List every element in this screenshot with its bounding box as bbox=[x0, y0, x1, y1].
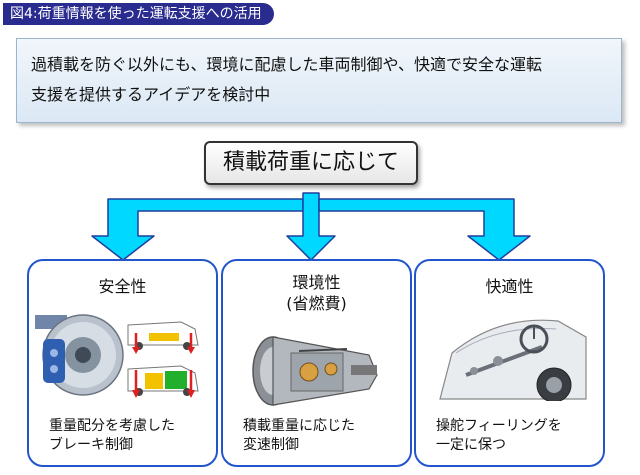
card-title: 安全性 bbox=[98, 277, 147, 296]
summary-line-2: 支援を提供するアイデアを検討中 bbox=[31, 85, 271, 104]
brake-disc-icon bbox=[35, 314, 124, 396]
summary-line-1: 過積載を防ぐ以外にも、環境に配慮した車両制御や、快適で安全な運転 bbox=[31, 55, 543, 74]
card-caption: 重量配分を考慮した ブレーキ制御 bbox=[49, 417, 175, 455]
car-steering-icon bbox=[439, 319, 587, 401]
branch-arrow-left bbox=[91, 198, 304, 261]
card-caption: 積載重量に応じた 変速制御 bbox=[243, 417, 355, 455]
caption-line-2: 一定に保つ bbox=[436, 437, 506, 453]
card-environment: 環境性 (省燃費) 積載重量に応じた 変速制御 bbox=[221, 259, 412, 467]
caption-line-1: 操舵フィーリングを bbox=[436, 418, 562, 434]
transmission-illustration bbox=[252, 336, 378, 406]
branch-arrow-right bbox=[318, 198, 531, 261]
caption-line-2: 変速制御 bbox=[243, 437, 299, 453]
caption-line-2: ブレーキ制御 bbox=[49, 437, 133, 453]
brake-and-van-illustration bbox=[35, 314, 199, 398]
card-title: 環境性 bbox=[292, 273, 341, 292]
caption-line-1: 重量配分を考慮した bbox=[49, 418, 175, 434]
summary-box: 過積載を防ぐ以外にも、環境に配慮した車両制御や、快適で安全な運転 支援を提供する… bbox=[16, 38, 622, 123]
card-caption: 操舵フィーリングを 一定に保つ bbox=[436, 417, 562, 455]
card-subtitle: (省燃費) bbox=[286, 294, 347, 313]
card-title: 快適性 bbox=[485, 277, 534, 296]
van-light-load-icon bbox=[127, 321, 199, 354]
transmission-icon bbox=[252, 336, 378, 406]
steering-car-illustration bbox=[439, 319, 587, 401]
card-safety: 安全性 bbox=[27, 259, 218, 467]
main-condition-box: 積載荷重に応じて bbox=[204, 141, 418, 185]
caption-line-1: 積載重量に応じた bbox=[243, 418, 355, 434]
figure-label: 図4:荷重情報を使った運転支援への活用 bbox=[3, 3, 274, 25]
card-comfort: 快適性 操舵フィーリングを 一定に保つ bbox=[414, 259, 605, 467]
van-heavy-load-icon bbox=[127, 365, 199, 398]
